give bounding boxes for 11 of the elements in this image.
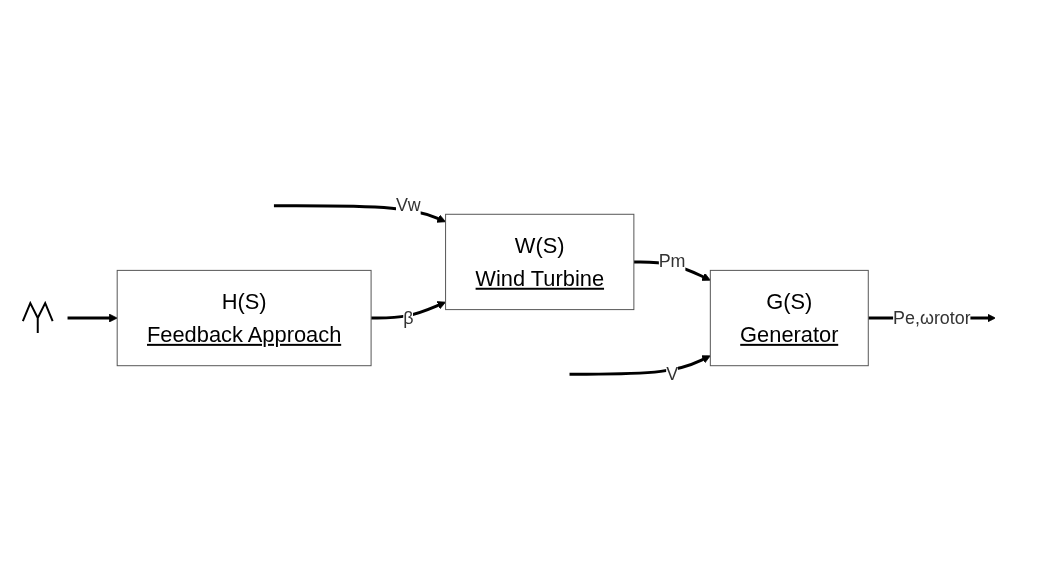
- node-box: G(S) Generator: [709, 269, 869, 366]
- arrow: [569, 354, 711, 376]
- edge-label: V: [666, 363, 679, 384]
- arrow: [67, 313, 118, 322]
- node-box: H(S) Feedback Approach: [116, 269, 372, 366]
- edge-label: Pe,ωrotor: [893, 307, 971, 327]
- arrow: [371, 300, 446, 320]
- node-box: W(S) Wind Turbine: [445, 213, 635, 310]
- edge-label: Vw: [395, 194, 421, 215]
- edge-label: Pm: [658, 251, 686, 271]
- edge-label: β: [403, 307, 414, 327]
